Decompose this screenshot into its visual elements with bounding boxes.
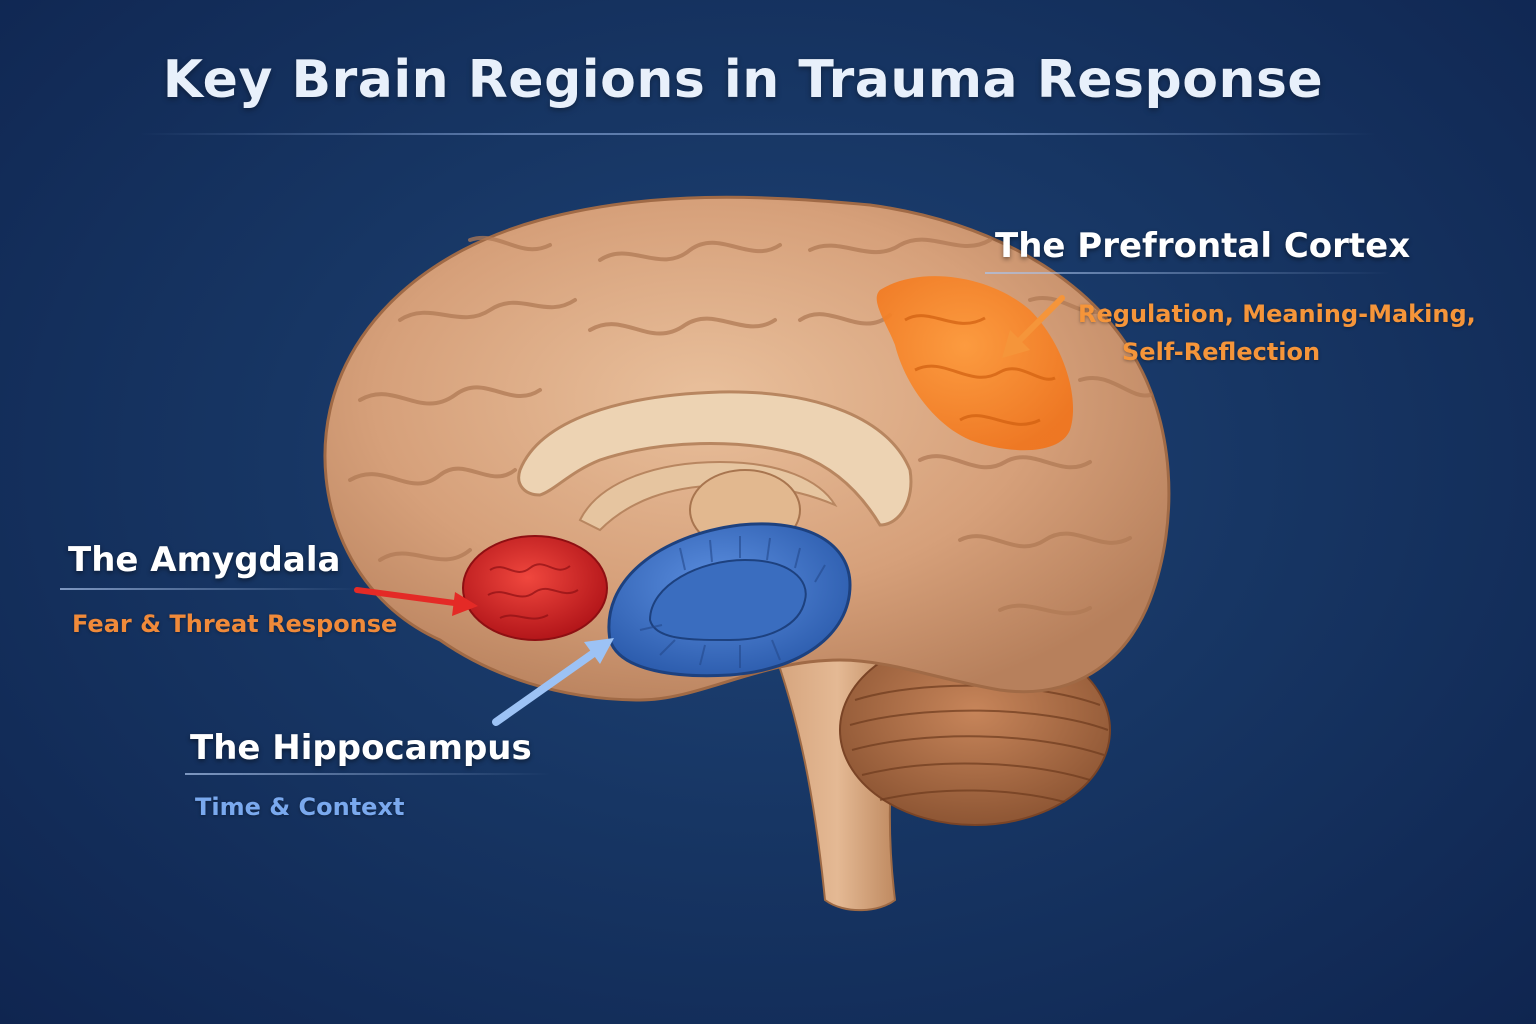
prefrontal-cortex-rule — [985, 272, 1390, 274]
hippocampus-arrow — [492, 638, 614, 726]
title-divider — [140, 133, 1376, 135]
amygdala-region — [462, 535, 608, 641]
amygdala-label: The Amygdala — [68, 540, 341, 580]
hippocampus-region — [607, 522, 852, 678]
page-title: Key Brain Regions in Trauma Response — [162, 50, 1324, 110]
corpus-callosum — [517, 390, 913, 527]
amygdala-arrow — [354, 587, 478, 616]
prefrontal-cortex-description-line2: Self-Reflection — [1122, 338, 1321, 366]
prefrontal-cortex-description-line1: Regulation, Meaning-Making, — [1078, 300, 1476, 328]
amygdala-description: Fear & Threat Response — [72, 610, 398, 638]
brain-folds — [348, 236, 1152, 616]
hippocampus-label: The Hippocampus — [190, 728, 532, 768]
prefrontal-arrow — [1002, 295, 1065, 358]
hippocampus-description: Time & Context — [195, 793, 405, 821]
prefrontal-cortex-region — [876, 276, 1074, 451]
hippocampus-rule — [185, 773, 550, 775]
amygdala-rule — [60, 588, 360, 590]
prefrontal-cortex-label: The Prefrontal Cortex — [995, 226, 1411, 266]
